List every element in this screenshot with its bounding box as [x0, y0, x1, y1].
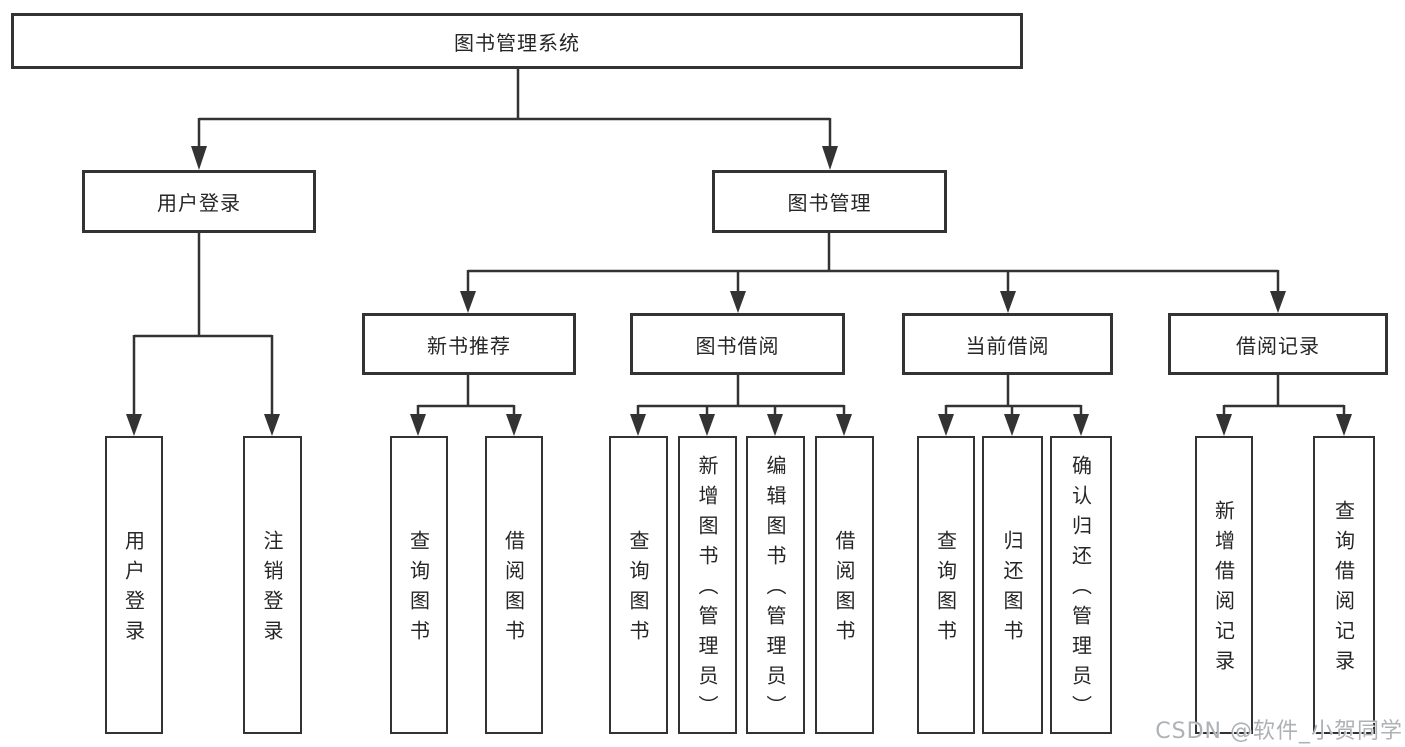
leaf-return-book: 归还图书 — [982, 436, 1043, 734]
arrow-head — [1004, 414, 1020, 436]
node-label: 查询图书 — [406, 530, 431, 650]
arrow-head — [699, 414, 715, 436]
node-borrow-records: 借阅记录 — [1168, 313, 1388, 375]
node-label: 借阅图书 — [832, 530, 856, 650]
arrow-head — [1073, 414, 1089, 436]
leaf-borrow-books-recommend: 借阅图书 — [485, 436, 543, 734]
node-label: 当前借阅 — [965, 333, 1050, 358]
leaf-query-books-recommend: 查询图书 — [390, 436, 448, 734]
leaf-query-books-borrow: 查询图书 — [609, 436, 668, 734]
node-label: 编辑图书（管理员） — [763, 455, 787, 725]
node-new-book-recommend: 新书推荐 — [362, 313, 576, 375]
watermark: CSDN @软件_小贺同学 — [1155, 719, 1403, 744]
node-label: 借阅图书 — [501, 530, 526, 650]
node-user-login: 用户登录 — [82, 170, 316, 233]
node-label: 查询图书 — [626, 530, 650, 650]
leaf-user-login: 用户登录 — [105, 436, 163, 734]
arrow-head — [822, 146, 838, 170]
node-label: 查询借阅记录 — [1331, 500, 1356, 680]
node-label: 确认归还（管理员） — [1068, 455, 1093, 725]
arrow-head — [1336, 414, 1352, 436]
connector-path — [132, 68, 1346, 416]
arrow-head — [938, 414, 954, 436]
node-label: 图书管理系统 — [454, 30, 580, 55]
node-label: 归还图书 — [1000, 530, 1024, 650]
node-book-management: 图书管理 — [712, 170, 947, 233]
leaf-add-book-admin: 新增图书（管理员） — [678, 436, 737, 734]
arrow-head — [630, 414, 646, 436]
leaf-confirm-return-admin: 确认归还（管理员） — [1050, 436, 1112, 734]
node-label: 新增图书（管理员） — [695, 455, 719, 725]
node-root: 图书管理系统 — [11, 13, 1023, 69]
leaf-query-books-current: 查询图书 — [917, 436, 975, 734]
leaf-query-borrow-record: 查询借阅记录 — [1313, 436, 1375, 734]
node-label: 用户登录 — [157, 191, 241, 215]
arrow-head — [1000, 291, 1016, 313]
arrow-head — [836, 414, 852, 436]
leaf-borrow-books-borrow: 借阅图书 — [815, 436, 874, 734]
arrow-head — [264, 414, 280, 436]
leaf-edit-book-admin: 编辑图书（管理员） — [746, 436, 805, 734]
arrow-head — [506, 414, 522, 436]
arrow-head — [767, 414, 783, 436]
node-label: 查询图书 — [933, 530, 958, 650]
arrow-head — [730, 291, 746, 313]
node-label: 图书借阅 — [695, 333, 780, 358]
arrow-heads — [126, 146, 1352, 436]
arrow-head — [1270, 291, 1286, 313]
node-book-borrow: 图书借阅 — [630, 313, 845, 375]
node-current-borrow: 当前借阅 — [902, 313, 1113, 375]
arrow-head — [1216, 414, 1232, 436]
arrow-head — [126, 414, 142, 436]
leaf-logout: 注销登录 — [243, 436, 302, 734]
node-label: 借阅记录 — [1236, 333, 1320, 358]
leaf-add-borrow-record: 新增借阅记录 — [1195, 436, 1253, 734]
arrow-head — [191, 146, 207, 170]
node-label: 图书管理 — [787, 191, 872, 215]
node-label: 注销登录 — [260, 530, 284, 650]
node-label: 用户登录 — [121, 530, 146, 650]
node-label: 新增借阅记录 — [1211, 500, 1236, 680]
arrow-head — [410, 414, 426, 436]
node-label: 新书推荐 — [427, 333, 511, 358]
arrow-head — [460, 291, 476, 313]
